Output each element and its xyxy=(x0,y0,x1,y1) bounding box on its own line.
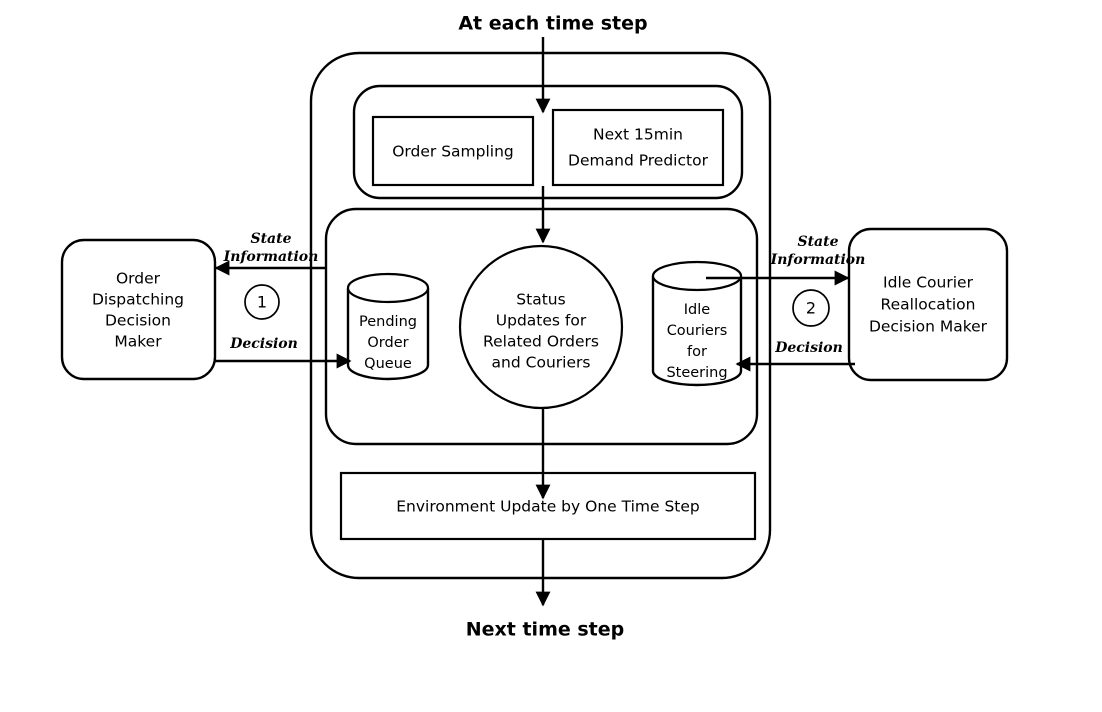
idle-courier-reallocation-label-2: Decision Maker xyxy=(869,318,988,336)
order-sampling-box xyxy=(371,115,535,187)
right-state-information-label-line2: Information xyxy=(770,252,866,268)
top-title: At each time step xyxy=(458,13,647,35)
right-step-marker-circle xyxy=(792,289,830,327)
idle-couriers-label-1: Couriers xyxy=(667,323,728,339)
order-dispatching-label-2: Decision xyxy=(105,312,171,330)
left-step-marker-circle xyxy=(244,284,280,320)
right-step-marker-label: 2 xyxy=(806,299,816,318)
right-state-information-label-line1: State xyxy=(797,234,838,250)
demand-predictor-label-line2: Demand Predictor xyxy=(568,152,709,170)
demand-predictor-label-line1: Next 15min xyxy=(593,126,683,144)
environment-update-box xyxy=(339,471,757,541)
status-updates-label-3: and Couriers xyxy=(492,354,591,372)
idle-couriers-label-2: for xyxy=(687,344,707,360)
pending-order-queue-label-1: Order xyxy=(367,335,408,351)
order-dispatching-decision-maker-box[interactable] xyxy=(60,238,217,381)
order-dispatching-label-0: Order xyxy=(116,270,161,288)
left-step-marker-label: 1 xyxy=(257,293,267,312)
bottom-title: Next time step xyxy=(466,619,625,641)
idle-courier-reallocation-label-1: Reallocation xyxy=(881,296,976,314)
idle-courier-reallocation-decision-maker-box[interactable] xyxy=(847,227,1009,382)
order-sampling-label: Order Sampling xyxy=(392,143,514,161)
order-dispatching-label-3: Maker xyxy=(114,333,162,351)
status-updates-label-1: Updates for xyxy=(496,312,587,330)
idle-couriers-label-3: Steering xyxy=(666,365,727,381)
status-updates-label-0: Status xyxy=(516,291,565,309)
environment-update-label: Environment Update by One Time Step xyxy=(396,498,700,516)
left-decision-label: Decision xyxy=(229,336,298,352)
order-dispatching-label-1: Dispatching xyxy=(92,291,184,309)
status-updates-label-2: Related Orders xyxy=(483,333,599,351)
idle-couriers-cylinder xyxy=(651,260,743,387)
idle-couriers-label-0: Idle xyxy=(684,302,711,318)
left-state-information-label-line2: Information xyxy=(223,249,319,265)
pending-order-queue-cylinder xyxy=(346,272,430,381)
demand-predictor-box xyxy=(551,108,725,187)
idle-courier-reallocation-label-0: Idle Courier xyxy=(883,274,974,292)
status-updates-circle xyxy=(458,244,624,410)
right-decision-label: Decision xyxy=(774,340,843,356)
left-state-information-label-line1: State xyxy=(250,231,291,247)
pending-order-queue-label-2: Queue xyxy=(364,356,412,372)
pending-order-queue-label-0: Pending xyxy=(359,314,417,330)
